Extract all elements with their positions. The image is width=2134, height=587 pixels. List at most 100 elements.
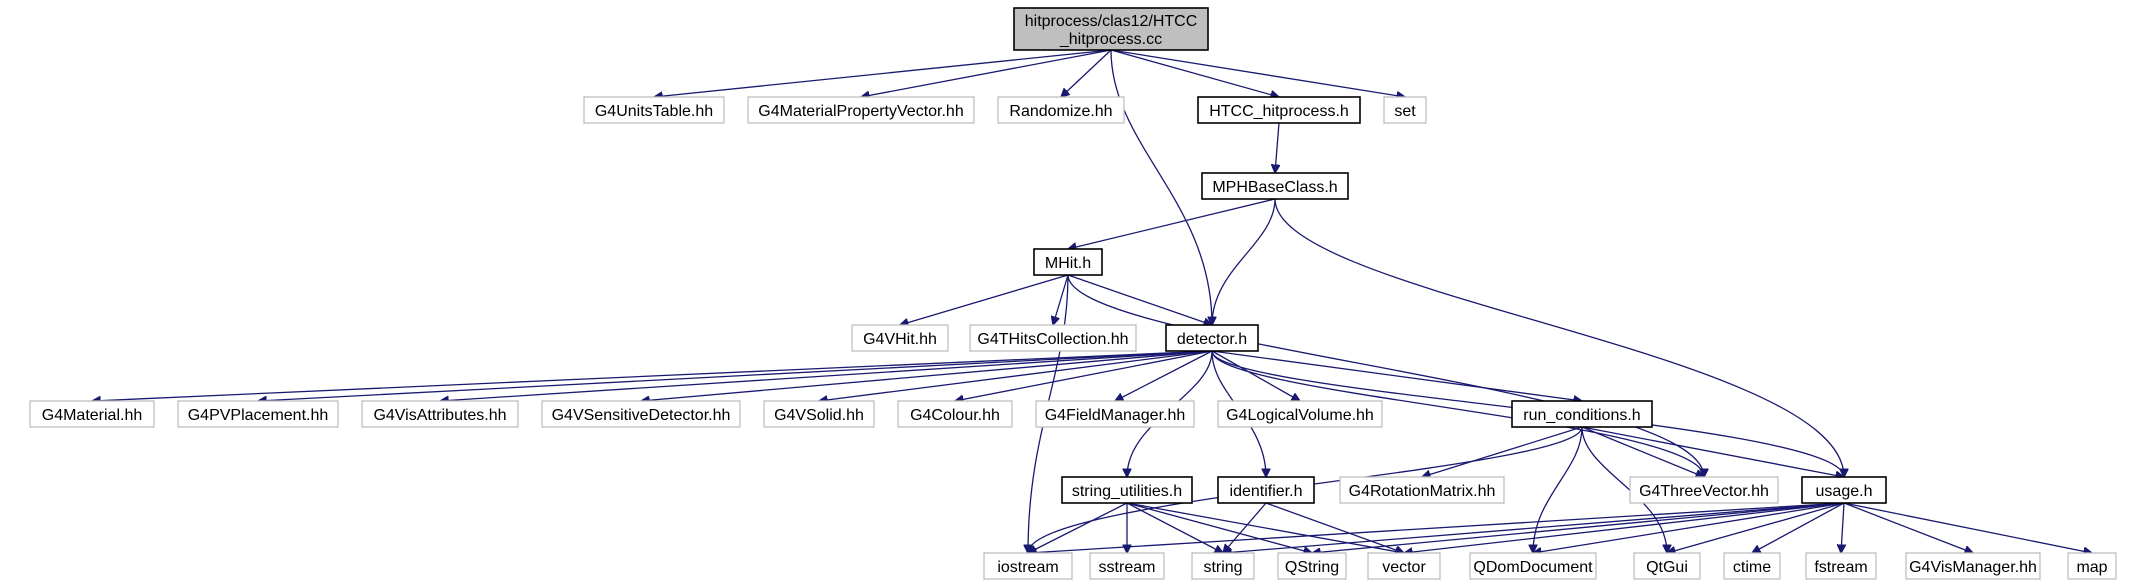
node-label: string — [1203, 559, 1242, 576]
node-label: MHit.h — [1045, 255, 1091, 272]
node-runcond[interactable]: run_conditions.h — [1511, 400, 1653, 428]
node-box — [983, 552, 1073, 580]
node-label: G4PVPlacement.hh — [188, 407, 329, 424]
node-label: usage.h — [1816, 483, 1873, 500]
edge-detector-to-g4pvplacement — [258, 350, 1213, 401]
edge-runcond-to-qtgui — [1581, 426, 1667, 553]
node-box — [747, 96, 975, 124]
node-map: map — [2067, 552, 2117, 580]
node-label: QtGui — [1646, 559, 1688, 576]
node-box — [1033, 248, 1103, 276]
edge-mhit-to-g4vhit — [900, 274, 1069, 325]
edge-strutil-to-string — [1126, 502, 1223, 553]
edge-runcond-to-g4threevec — [1581, 426, 1704, 477]
node-usage[interactable]: usage.h — [1801, 476, 1887, 504]
node-identifier[interactable]: identifier.h — [1217, 476, 1315, 504]
edge-root-to-g4unitstable — [654, 49, 1112, 97]
node-box — [583, 96, 725, 124]
edge-detector-to-g4visattr — [440, 350, 1213, 401]
edge-identifier-to-vector — [1265, 502, 1404, 553]
node-box — [1905, 552, 2041, 580]
edge-detector-to-g4threevec — [1211, 350, 1704, 477]
node-g4pvplacement: G4PVPlacement.hh — [177, 400, 339, 428]
node-box — [969, 324, 1137, 352]
node-label: hitprocess/clas12/HTCC_hitprocess.cc — [1025, 13, 1198, 48]
node-mphbase[interactable]: MPHBaseClass.h — [1201, 172, 1349, 200]
node-htcc-h[interactable]: HTCC_hitprocess.h — [1197, 96, 1361, 124]
node-fstream: fstream — [1805, 552, 1877, 580]
node-label-line: hitprocess/clas12/HTCC — [1025, 13, 1198, 30]
node-label: vector — [1382, 559, 1426, 576]
node-label: G4THitsCollection.hh — [977, 331, 1128, 348]
node-box — [1339, 476, 1505, 504]
node-box — [1511, 400, 1653, 428]
edge-usage-to-map — [1843, 502, 2092, 553]
edge-root-to-randomize — [1061, 49, 1112, 97]
node-label: set — [1394, 103, 1416, 120]
edge-identifier-to-string — [1223, 502, 1267, 553]
edge-usage-to-vector — [1404, 502, 1845, 553]
edge-usage-to-string — [1223, 502, 1845, 553]
node-label: QDomDocument — [1473, 559, 1593, 576]
node-label: G4UnitsTable.hh — [595, 103, 713, 120]
node-box — [897, 400, 1013, 428]
node-g4threevec: G4ThreeVector.hh — [1629, 476, 1779, 504]
edge-runcond-to-usage — [1581, 426, 1844, 477]
node-label: ctime — [1733, 559, 1771, 576]
node-box — [1383, 96, 1427, 124]
node-box — [2067, 552, 2117, 580]
node-label: HTCC_hitprocess.h — [1209, 103, 1349, 120]
node-box — [1629, 476, 1779, 504]
node-label: string_utilities.h — [1072, 483, 1182, 500]
node-box — [541, 400, 741, 428]
edge-strutil-to-iostream — [1028, 502, 1128, 553]
edge-usage-to-fstream — [1841, 502, 1844, 553]
node-g4colour: G4Colour.hh — [897, 400, 1013, 428]
node-box — [1805, 552, 1877, 580]
node-label: G4FieldManager.hh — [1045, 407, 1186, 424]
node-box — [1723, 552, 1781, 580]
node-mhit[interactable]: MHit.h — [1033, 248, 1103, 276]
node-strutil[interactable]: string_utilities.h — [1061, 476, 1193, 504]
node-g4vismgr: G4VisManager.hh — [1905, 552, 2041, 580]
node-label: QString — [1285, 559, 1339, 576]
node-label: G4LogicalVolume.hh — [1226, 407, 1374, 424]
node-label: map — [2076, 559, 2107, 576]
node-box — [1089, 552, 1165, 580]
node-label: G4Colour.hh — [910, 407, 1000, 424]
node-box — [763, 400, 875, 428]
edge-mhit-to-g4thits — [1053, 274, 1069, 325]
edge-detector-to-g4material — [92, 350, 1213, 401]
node-box — [1277, 552, 1347, 580]
node-g4fieldmgr: G4FieldManager.hh — [1035, 400, 1195, 428]
node-box — [1217, 400, 1383, 428]
node-box — [1061, 476, 1193, 504]
edge-usage-to-iostream — [1028, 502, 1845, 553]
node-g4vhit: G4VHit.hh — [851, 324, 949, 352]
node-box — [1013, 7, 1209, 51]
node-box — [997, 96, 1125, 124]
edge-detector-to-g4vsolid — [819, 350, 1213, 401]
node-qtgui: QtGui — [1633, 552, 1701, 580]
node-box — [1801, 476, 1887, 504]
node-root[interactable]: hitprocess/clas12/HTCC_hitprocess.cc — [1013, 7, 1209, 51]
edge-usage-to-qdomdoc — [1533, 502, 1845, 553]
edge-mhit-to-g4threevec — [1067, 274, 1704, 477]
node-box — [1191, 552, 1255, 580]
edge-mhit-to-detector — [1067, 274, 1212, 325]
node-box — [1035, 400, 1195, 428]
node-vector: vector — [1367, 552, 1441, 580]
node-label: G4MaterialPropertyVector.hh — [758, 103, 963, 120]
edge-root-to-htcc_h — [1110, 49, 1279, 97]
node-label: G4VisManager.hh — [1909, 559, 2037, 576]
node-detector[interactable]: detector.h — [1165, 324, 1259, 352]
edge-usage-to-qstring — [1312, 502, 1845, 553]
node-label-line: _hitprocess.cc — [1059, 31, 1162, 48]
node-box — [29, 400, 155, 428]
node-label: detector.h — [1177, 331, 1247, 348]
node-g4visattr: G4VisAttributes.hh — [361, 400, 519, 428]
edge-root-to-detector — [1110, 49, 1212, 325]
node-box — [1633, 552, 1701, 580]
node-g4logvol: G4LogicalVolume.hh — [1217, 400, 1383, 428]
node-g4rotmat: G4RotationMatrix.hh — [1339, 476, 1505, 504]
